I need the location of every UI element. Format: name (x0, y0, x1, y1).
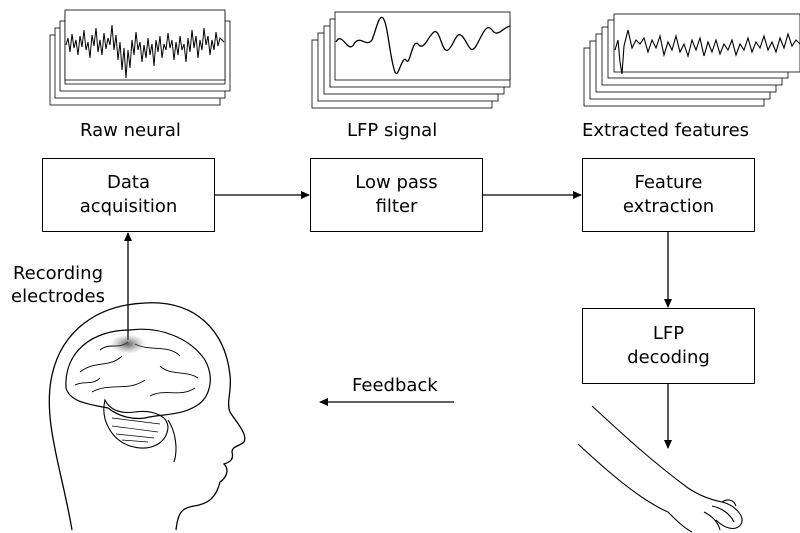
feature-extraction-box: Feature extraction (582, 158, 755, 232)
feedback-label: Feedback (352, 375, 438, 396)
head-illustration (48, 302, 246, 531)
feature-extraction-line2: extraction (622, 196, 715, 217)
recording-electrodes-line1: Recording (12, 263, 104, 284)
raw-neural-trace (65, 24, 225, 79)
lfp-decoding-box: LFP decoding (582, 308, 755, 384)
prosthetic-arm-illustration (577, 405, 743, 533)
low-pass-filter-box: Low pass filter (310, 158, 483, 232)
data-acquisition-line1: Data (107, 172, 150, 193)
data-acquisition-line2: acquisition (79, 196, 178, 217)
lfp-decoding-line2: decoding (627, 347, 710, 368)
feature-extraction-line1: Feature (634, 172, 703, 193)
lfp-signal-caption: LFP signal (347, 120, 438, 141)
raw-neural-plot-stack (49, 9, 231, 106)
extracted-features-caption: Extracted features (582, 120, 750, 141)
recording-electrodes-line2: electrodes (11, 286, 105, 307)
features-trace (614, 29, 800, 75)
recording-electrodes-label: Recording electrodes (6, 262, 110, 308)
features-plot-stack (583, 13, 800, 107)
lfp-plot-stack (311, 11, 511, 109)
low-pass-filter-line2: filter (375, 196, 418, 217)
raw-neural-caption: Raw neural (80, 120, 181, 141)
low-pass-filter-line1: Low pass (355, 172, 438, 193)
data-acquisition-box: Data acquisition (42, 158, 215, 232)
lfp-trace (335, 16, 511, 75)
lfp-decoding-line1: LFP (652, 323, 685, 344)
